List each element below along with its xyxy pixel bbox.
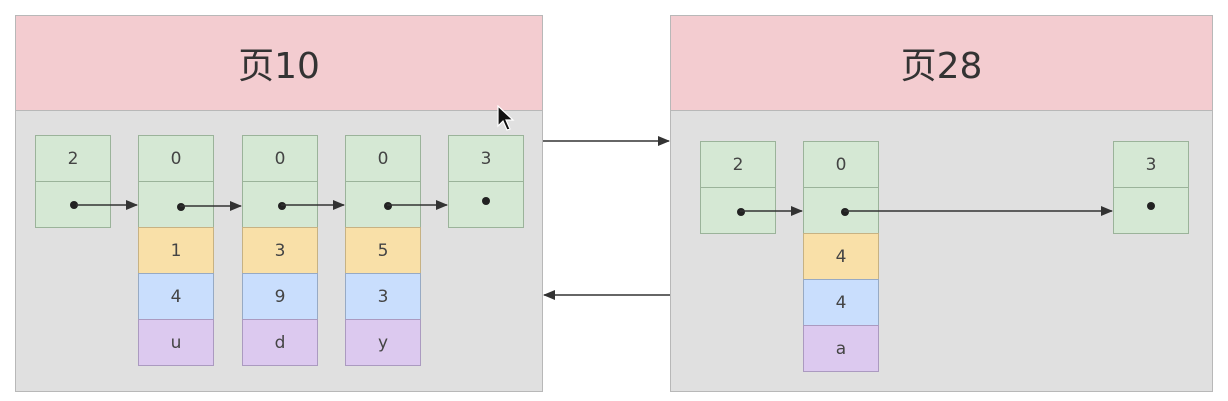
record-pointer xyxy=(700,187,776,234)
field-1: 3 xyxy=(242,227,318,274)
field-2: 3 xyxy=(345,273,421,320)
field-3: u xyxy=(138,319,214,366)
field-1: 1 xyxy=(138,227,214,274)
record-pointer xyxy=(242,181,318,228)
record-header: 0 xyxy=(803,141,879,188)
record-pointer xyxy=(1113,187,1189,234)
field-1: 5 xyxy=(345,227,421,274)
mouse-cursor-icon xyxy=(497,105,515,131)
record-header: 3 xyxy=(448,135,524,182)
record-header: 0 xyxy=(138,135,214,182)
field-3: a xyxy=(803,325,879,372)
pointer-dot xyxy=(70,201,78,209)
record-header: 3 xyxy=(1113,141,1189,188)
record-header: 0 xyxy=(345,135,421,182)
record-pointer xyxy=(35,181,111,228)
record-pointer xyxy=(138,181,214,228)
field-3: d xyxy=(242,319,318,366)
record-pointer xyxy=(448,181,524,228)
pointer-dot xyxy=(278,202,286,210)
pointer-dot xyxy=(384,202,392,210)
field-2: 4 xyxy=(803,279,879,326)
page-title: 页28 xyxy=(671,16,1212,111)
pointer-dot xyxy=(841,208,849,216)
record-header: 2 xyxy=(35,135,111,182)
record-header: 2 xyxy=(700,141,776,188)
field-1: 4 xyxy=(803,233,879,280)
field-2: 4 xyxy=(138,273,214,320)
field-2: 9 xyxy=(242,273,318,320)
field-3: y xyxy=(345,319,421,366)
record-pointer xyxy=(345,181,421,228)
page-title: 页10 xyxy=(16,16,542,111)
record-pointer xyxy=(803,187,879,234)
pointer-dot xyxy=(177,203,185,211)
pointer-dot xyxy=(1147,202,1155,210)
pointer-dot xyxy=(737,208,745,216)
pointer-dot xyxy=(482,197,490,205)
record-header: 0 xyxy=(242,135,318,182)
